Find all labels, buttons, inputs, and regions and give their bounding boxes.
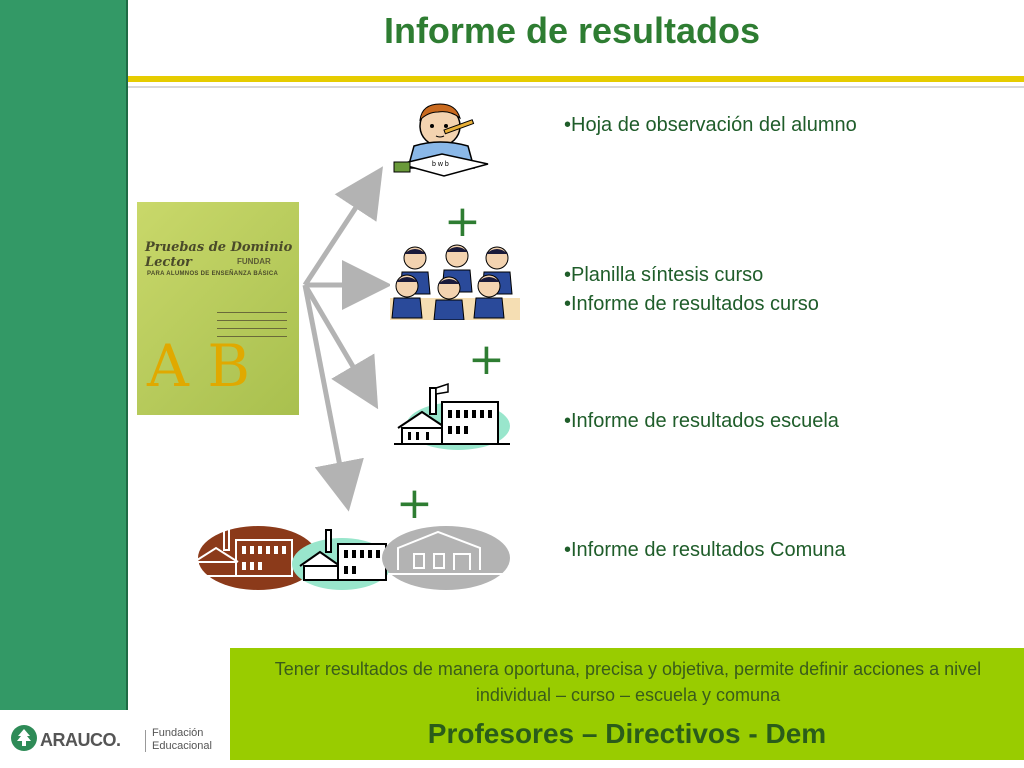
bullet-student-observation: •Hoja de observación del alumno <box>564 114 857 136</box>
plus-sign-3: + <box>396 478 433 529</box>
logo-sub-line1: Fundación <box>152 727 204 739</box>
book-title-line1: Pruebas de Dominio Lector <box>145 240 293 270</box>
svg-text:b w b: b w b <box>432 161 449 168</box>
arauco-logo: ARAUCO. Fundación Educacional <box>0 712 230 768</box>
tree-logo-icon <box>11 725 37 751</box>
book-title: Pruebas de Dominio Lector <box>145 240 295 270</box>
bullet-course-summary: •Planilla síntesis curso <box>564 264 764 286</box>
logo-divider <box>145 730 146 752</box>
logo-wordmark: ARAUCO. <box>40 730 121 750</box>
slide-title: Informe de resultados <box>383 10 761 51</box>
students-group-icon <box>390 244 520 320</box>
bullet-course-report: •Informe de resultados curso <box>564 293 819 315</box>
book-cover-image: Pruebas de Dominio Lector FUNDAR PARA AL… <box>137 202 299 415</box>
book-title-line2: FUNDAR <box>237 257 271 266</box>
title-rule-gray <box>128 86 1024 88</box>
book-small-text <box>217 307 287 337</box>
arrow-to-school <box>302 283 379 410</box>
student-reading-icon: b w b <box>393 103 489 177</box>
book-subtitle: PARA ALUMNOS DE ENSEÑANZA BÁSICA <box>147 271 279 277</box>
bullet-commune-report: •Informe de resultados Comuna <box>564 539 846 561</box>
school-building-icon <box>394 382 510 450</box>
banner-audience: Profesores – Directivos - Dem <box>427 718 827 749</box>
arrow-to-commune <box>302 284 364 512</box>
plus-sign-2: + <box>468 334 505 385</box>
book-letters: A B <box>147 332 250 400</box>
arrow-to-student <box>302 166 383 287</box>
banner-text: Tener resultados de manera oportuna, pre… <box>274 659 982 705</box>
plus-sign-1: + <box>444 196 481 247</box>
bullet-school-report: •Informe de resultados escuela <box>564 410 839 432</box>
conclusion-banner: Tener resultados de manera oportuna, pre… <box>230 648 1024 760</box>
title-rule-yellow <box>128 76 1024 82</box>
schools-group-icon <box>193 526 510 590</box>
logo-sub-line2: Educacional <box>152 740 212 752</box>
left-sidebar-band <box>0 0 128 710</box>
